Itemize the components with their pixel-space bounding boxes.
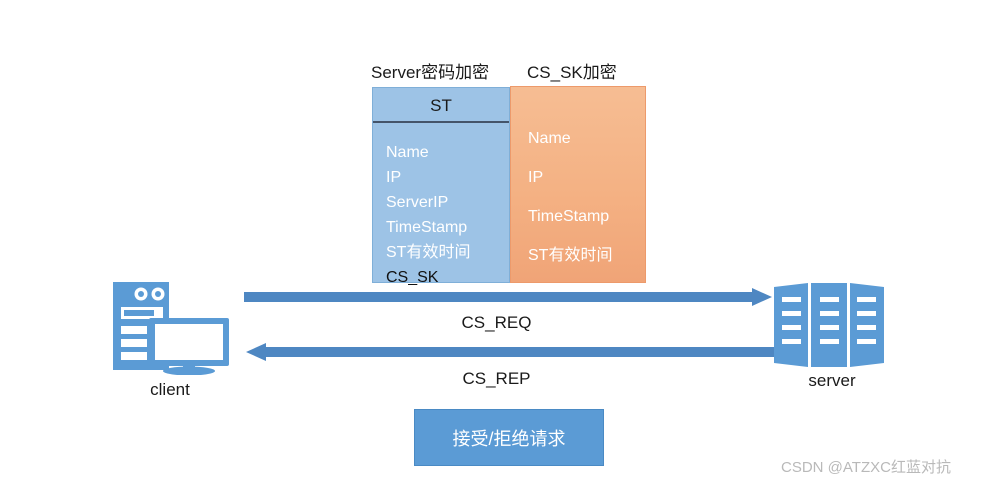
cs-sk-field-name: Name bbox=[528, 130, 571, 147]
cs-sk-ticket-field-list: Name IP TimeStamp ST有效时间 bbox=[528, 119, 641, 275]
arrow-label-cs-req: CS_REQ bbox=[0, 313, 999, 333]
st-ticket-title: ST bbox=[373, 88, 509, 123]
st-field-cs-sk: CS_SK bbox=[386, 269, 439, 286]
st-ticket-field-list: Name IP ServerIP TimeStamp ST有效时间 CS_SK bbox=[386, 140, 505, 290]
st-field-serverip: ServerIP bbox=[386, 194, 449, 211]
cs-sk-ticket-box: Name IP TimeStamp ST有效时间 bbox=[510, 86, 646, 283]
arrow-request-right bbox=[244, 288, 772, 306]
cs-sk-field-timestamp: TimeStamp bbox=[528, 208, 610, 225]
server-rack-icon bbox=[774, 283, 884, 367]
arrow-label-cs-rep: CS_REP bbox=[0, 369, 999, 389]
st-field-name: Name bbox=[386, 144, 429, 161]
arrow-label-cs-rep-text: CS_REP bbox=[462, 369, 531, 388]
caption-server-password-encryption: Server密码加密 bbox=[371, 63, 490, 82]
cs-sk-field-ip: IP bbox=[528, 169, 544, 186]
caption-cs-sk-encryption: CS_SK加密 bbox=[527, 63, 617, 82]
cs-sk-field-valid-time: ST有效时间 bbox=[528, 247, 613, 264]
watermark-text: CSDN @ATZXC红蓝对抗 bbox=[781, 459, 951, 476]
client-computer-icon bbox=[113, 282, 229, 375]
st-field-valid-time: ST有效时间 bbox=[386, 244, 471, 261]
st-field-ip: IP bbox=[386, 169, 402, 186]
decision-box-label: 接受/拒绝请求 bbox=[452, 428, 566, 449]
st-ticket-box: ST Name IP ServerIP TimeStamp ST有效时间 CS_… bbox=[372, 87, 510, 286]
st-field-timestamp: TimeStamp bbox=[386, 219, 468, 236]
server-node-label: server bbox=[808, 371, 856, 390]
arrow-label-cs-req-text: CS_REQ bbox=[461, 313, 532, 332]
arrow-response-left bbox=[246, 343, 774, 361]
client-node-label: client bbox=[150, 380, 190, 399]
decision-box: 接受/拒绝请求 bbox=[414, 409, 604, 466]
